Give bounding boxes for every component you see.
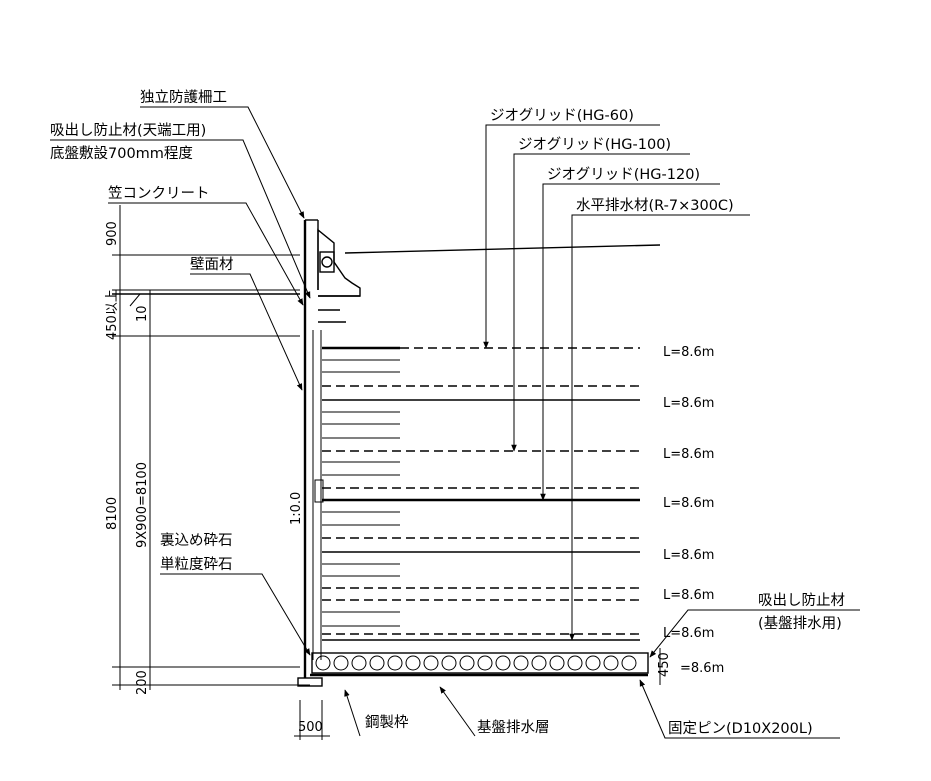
label-wall: 壁面材 bbox=[190, 256, 234, 273]
label-length-8: =8.6m bbox=[680, 661, 724, 676]
label-leaders bbox=[50, 106, 860, 739]
coping-concrete bbox=[317, 228, 361, 323]
label-steel-frame: 鋼製枠 bbox=[365, 714, 409, 731]
label-length-3: L=8.6m bbox=[663, 447, 714, 462]
label-single-grain: 単粒度砕石 bbox=[160, 556, 233, 573]
label-length-2: L=8.6m bbox=[663, 396, 714, 411]
dim-500: 500 bbox=[298, 720, 323, 735]
label-suction-top-2: 底盤敷設700mm程度 bbox=[50, 145, 193, 162]
label-length-5: L=8.6m bbox=[663, 548, 714, 563]
dimension-lines bbox=[112, 205, 661, 740]
dim-8100: 8100 bbox=[105, 497, 120, 530]
label-pin: 固定ピン(D10X200L) bbox=[668, 720, 813, 737]
dim-200: 200 bbox=[135, 670, 150, 695]
label-base-drain: 基盤排水層 bbox=[477, 719, 550, 736]
fence-post-circle bbox=[321, 256, 333, 268]
label-length-7: L=8.6m bbox=[663, 626, 714, 641]
label-geogrid-hg120: ジオグリッド(HG-120) bbox=[547, 166, 700, 183]
label-backfill: 裏込め砕石 bbox=[160, 531, 233, 549]
label-length-4: L=8.6m bbox=[663, 496, 714, 511]
geogrid-leaders bbox=[483, 124, 750, 641]
label-geogrid-hg100: ジオグリッド(HG-100) bbox=[518, 136, 671, 153]
wall-face bbox=[303, 219, 324, 678]
label-suction-base-2: (基盤排水用) bbox=[758, 615, 842, 632]
slope-ratio: 1:0.0 bbox=[289, 492, 304, 525]
label-suction-top-1: 吸出し防止材(天端工用) bbox=[50, 122, 206, 139]
drainage-pipes bbox=[315, 655, 637, 671]
label-length-1: L=8.6m bbox=[663, 345, 714, 360]
label-suction-base-1: 吸出し防止材 bbox=[758, 592, 845, 609]
ground-surface-line bbox=[344, 244, 661, 254]
wall-footing bbox=[297, 677, 323, 687]
label-horizontal-drain: 水平排水材(R-7×300C) bbox=[576, 197, 734, 214]
dim-9x900: 9X900=8100 bbox=[135, 462, 150, 548]
dim-450-up: 450以上 bbox=[105, 289, 120, 340]
dim-10: 10 bbox=[135, 305, 150, 322]
label-geogrid-hg60: ジオグリッド(HG-60) bbox=[490, 107, 634, 124]
base-drainage-layer bbox=[310, 652, 649, 677]
reinforcement-layers bbox=[322, 346, 640, 641]
label-coping: 笠コンクリート bbox=[108, 185, 210, 202]
label-fence: 独立防護柵工 bbox=[140, 89, 227, 106]
label-length-6: L=8.6m bbox=[663, 588, 714, 603]
dim-900: 900 bbox=[105, 221, 120, 246]
dim-450: 450 bbox=[657, 652, 672, 677]
